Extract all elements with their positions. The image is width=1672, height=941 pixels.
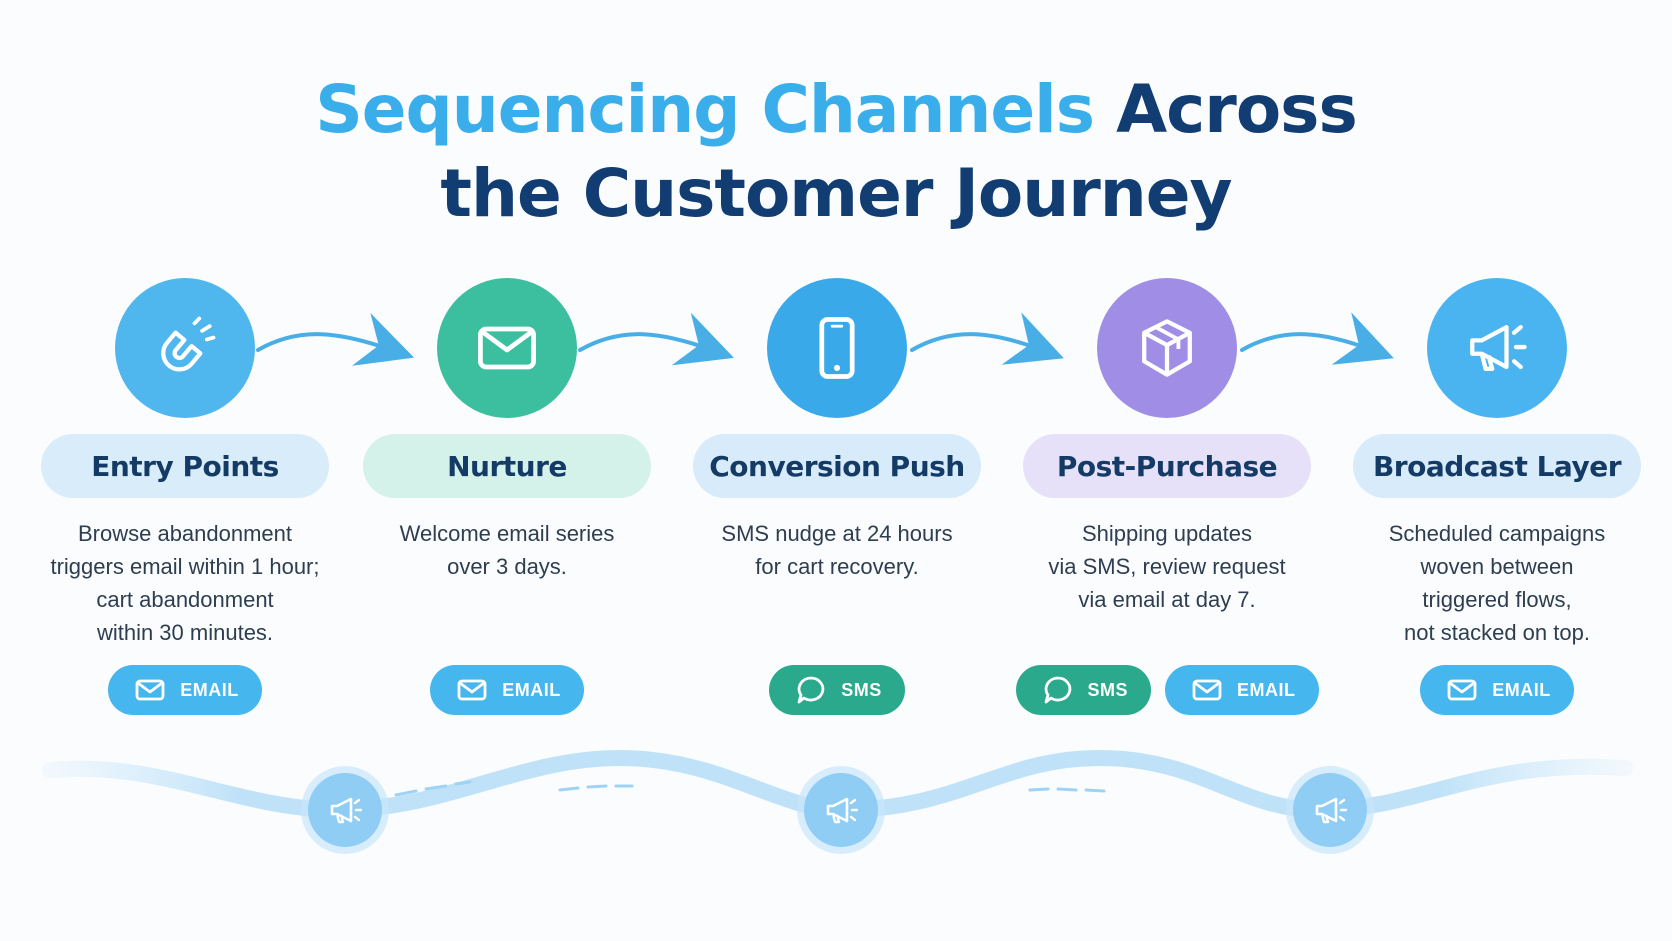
description-line: for cart recovery.	[755, 554, 919, 579]
step-label-pill: Post-Purchase	[1023, 434, 1311, 498]
magnet-icon	[161, 316, 216, 372]
description-line: Scheduled campaigns	[1388, 521, 1606, 546]
channel-chips: EMAIL	[1347, 665, 1647, 715]
step-description: Welcome email series over 3 days.	[357, 517, 657, 583]
email-chip: EMAIL	[430, 665, 584, 715]
envelope-icon	[135, 679, 165, 701]
step-conversion-push: Conversion Push SMS nudge at 24 hours fo…	[687, 0, 987, 941]
description-line: within 30 minutes.	[96, 620, 274, 645]
step-nurture: Nurture Welcome email series over 3 days…	[357, 0, 657, 941]
chip-label: EMAIL	[180, 679, 239, 700]
step-label-pill: Entry Points	[41, 434, 329, 498]
email-chip: EMAIL	[1165, 665, 1319, 715]
step-description: Browse abandonment triggers email within…	[35, 517, 335, 649]
flow-arrow	[578, 312, 734, 366]
description-line: Shipping updates	[1081, 521, 1253, 546]
sms-chip: SMS	[1015, 665, 1152, 715]
title-highlight: Sequencing Channels	[315, 71, 1095, 148]
flow-arrow	[256, 312, 415, 366]
page-title-line-1: Sequencing Channels Across	[0, 68, 1672, 152]
description-line: SMS nudge at 24 hours	[721, 521, 953, 546]
envelope-icon	[1447, 679, 1477, 701]
description-line: triggers email within 1 hour;	[50, 554, 320, 579]
megaphone-icon	[1470, 324, 1527, 372]
channel-chips: EMAIL	[35, 665, 335, 715]
title-rest: Across	[1116, 71, 1358, 148]
smartphone-icon	[819, 317, 855, 379]
chip-label: EMAIL	[502, 679, 561, 700]
description-line: not stacked on top.	[1404, 620, 1590, 645]
sms-chip: SMS	[769, 665, 905, 715]
step-entry-points: Entry Points Browse abandonment triggers…	[35, 0, 335, 941]
description-line: woven between	[1420, 554, 1574, 579]
chip-label: EMAIL	[1237, 679, 1296, 700]
chip-label: EMAIL	[1492, 679, 1551, 700]
chip-label: SMS	[841, 679, 882, 700]
step-label-pill: Broadcast Layer	[1353, 434, 1641, 498]
step-post-purchase: Post-Purchase Shipping updates via SMS, …	[1015, 0, 1319, 941]
step-icon-circle	[115, 278, 255, 418]
envelope-icon	[457, 679, 487, 701]
broadcast-marker-3	[1286, 766, 1374, 854]
channel-chips: EMAIL	[357, 665, 657, 715]
step-description: Scheduled campaigns woven between trigge…	[1347, 517, 1647, 649]
channel-chips: SMS EMAIL	[1015, 665, 1319, 715]
step-description: Shipping updates via SMS, review request…	[1017, 517, 1317, 616]
envelope-icon	[1192, 679, 1222, 701]
page-title-line-2: the Customer Journey	[440, 155, 1232, 232]
description-line: over 3 days.	[447, 554, 567, 579]
step-icon-circle	[767, 278, 907, 418]
channel-chips: SMS	[687, 665, 987, 715]
description-line: via email at day 7.	[1078, 587, 1256, 612]
chat-bubble-icon	[797, 676, 825, 704]
description-line: triggered flows,	[1422, 587, 1572, 612]
flow-arrow	[1240, 312, 1394, 365]
broadcast-marker-1	[301, 766, 389, 854]
description-line: Welcome email series	[399, 521, 615, 546]
flow-arrow	[910, 312, 1064, 365]
description-line: via SMS, review request	[1048, 554, 1286, 579]
broadcast-marker-2	[797, 766, 885, 854]
step-icon-circle	[1427, 278, 1567, 418]
step-label-pill: Nurture	[363, 434, 651, 498]
envelope-icon	[478, 326, 536, 370]
package-box-icon	[1142, 319, 1192, 377]
step-broadcast-layer: Broadcast Layer Scheduled campaigns wove…	[1347, 0, 1647, 941]
email-chip: EMAIL	[108, 665, 262, 715]
step-label-pill: Conversion Push	[693, 434, 981, 498]
step-icon-circle	[1097, 278, 1237, 418]
chip-label: SMS	[1087, 679, 1129, 700]
email-chip: EMAIL	[1420, 665, 1574, 715]
chat-bubble-icon	[1044, 676, 1071, 704]
description-line: Browse abandonment	[77, 521, 293, 546]
description-line: cart abandonment	[96, 587, 274, 612]
step-icon-circle	[437, 278, 577, 418]
step-description: SMS nudge at 24 hours for cart recovery.	[687, 517, 987, 583]
